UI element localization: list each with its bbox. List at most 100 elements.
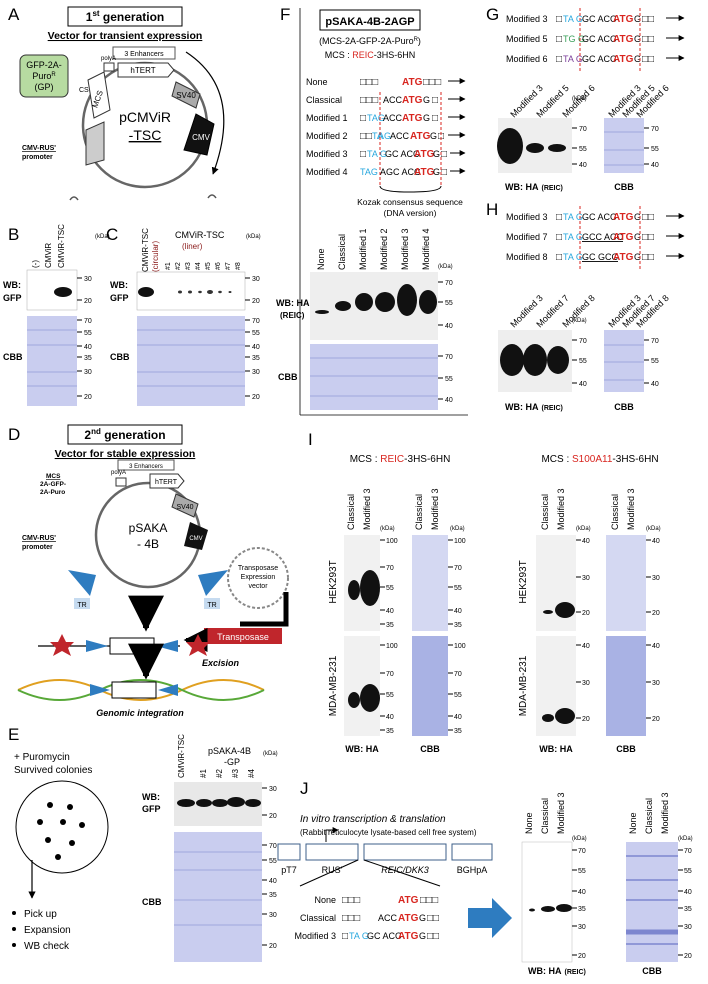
f-wb-bands	[315, 284, 437, 316]
j-zoom-r	[363, 859, 441, 887]
e-wb-label: WB:	[142, 792, 160, 802]
svg-text:GC ACC: GC ACC	[582, 34, 617, 44]
svg-text:ATG: ATG	[410, 131, 431, 142]
svg-text:20: 20	[84, 394, 92, 401]
e-kda: (kDa)	[263, 751, 278, 757]
svg-text:35: 35	[386, 728, 394, 735]
htert-d	[149, 473, 185, 489]
svg-text:#8: #8	[235, 262, 242, 270]
i-left-wb-label: WB: HA	[345, 744, 379, 754]
svg-text:GC ACC: GC ACC	[385, 149, 420, 159]
svg-text:30: 30	[269, 786, 277, 793]
cmv-a	[183, 113, 215, 156]
svg-text:ATG: ATG	[402, 113, 423, 124]
panel-f: F pSAKA-4B-2AGP (MCS-2A-GFP-2A-PuroR) MC…	[276, 5, 468, 416]
panel-a-title-box	[67, 6, 183, 27]
svg-text:40: 40	[652, 643, 660, 650]
svg-text:55: 55	[386, 585, 394, 592]
svg-text:Classical: Classical	[337, 234, 347, 270]
svg-text:70: 70	[386, 671, 394, 678]
svg-text:Pick up: Pick up	[24, 909, 57, 920]
panel-b: B (-) CMViR CMViR-TSC (kDa) WB: GFP 30 2…	[3, 224, 110, 406]
svg-text:GC ACC: GC ACC	[582, 54, 617, 64]
svg-text:70: 70	[579, 126, 587, 133]
d-cassette-2	[111, 681, 157, 699]
e-steps: Pick up Expansion WB check	[12, 909, 71, 952]
f-kda: (kDa)	[438, 264, 453, 270]
svg-text:30: 30	[252, 369, 260, 376]
svg-text:35: 35	[454, 728, 462, 735]
panel-e: E + Puromycin Survived colonies Pick up …	[8, 725, 278, 962]
j-wb-lanes: None Classical Modified 3	[524, 792, 566, 834]
i-right-mcs: MCS : S100A11-3HS-6HN	[541, 454, 658, 465]
panel-c-letter: C	[106, 225, 118, 244]
svg-text:G: G	[430, 131, 437, 141]
svg-text:20: 20	[684, 953, 692, 960]
f-row-classical: Classical□□□ACC ATG G□	[306, 95, 466, 106]
svg-text:Modified 3: Modified 3	[506, 14, 548, 24]
e-cbb-markers: 70 55 40 35 30 20	[262, 843, 277, 950]
svg-text:TA G: TA G	[563, 232, 583, 242]
svg-text:□: □	[432, 95, 438, 106]
j-cbb-lanes: None Classical Modified 3	[628, 792, 670, 834]
j-wb-label: WB: HA(REIC)	[528, 966, 586, 976]
svg-text:WB check: WB check	[24, 941, 70, 952]
b-wb-target: GFP	[3, 293, 22, 303]
svg-text:70: 70	[386, 565, 394, 572]
svg-text:Modified 1: Modified 1	[358, 228, 368, 270]
b-cbb-label: CBB	[3, 352, 23, 362]
promoter-a	[85, 121, 105, 166]
svg-text:55: 55	[578, 868, 586, 875]
panel-d-subtitle: Vector for stable expression	[55, 448, 196, 460]
svg-text:G: G	[419, 913, 426, 923]
polya-a-box	[103, 62, 115, 72]
svg-text:30: 30	[269, 912, 277, 919]
b-kda: (kDa)	[95, 234, 110, 240]
svg-text:30: 30	[582, 575, 590, 582]
g-cbb-label: CBB	[614, 182, 634, 192]
d-star-r	[186, 634, 210, 656]
e-wb-markers: 30 20	[262, 786, 277, 820]
svg-text:40: 40	[454, 608, 462, 615]
svg-text:□: □	[342, 931, 348, 942]
e-cbb-gel	[174, 832, 262, 962]
panel-a: A 1st generation Vector for transient ex…	[8, 5, 225, 201]
i-right-cbb2	[606, 636, 646, 736]
svg-text:Modified 3: Modified 3	[506, 212, 548, 222]
i-right-cbb1	[606, 535, 646, 631]
svg-text:ACC: ACC	[383, 95, 403, 105]
svg-text:G: G	[423, 113, 430, 123]
svg-text:70: 70	[651, 126, 659, 133]
promoter-a-label: CMV-RUS'promoter	[22, 145, 56, 161]
svg-text:40: 40	[651, 381, 659, 388]
svg-text:Classical: Classical	[414, 494, 424, 530]
panel-h-letter: H	[486, 200, 498, 219]
gp-box-a	[19, 54, 69, 98]
plasmid-d-name1: pSAKA	[129, 521, 168, 535]
svg-text:ACC: ACC	[378, 913, 398, 923]
b-lane-2: CMViR	[44, 243, 53, 268]
svg-text:ATG: ATG	[613, 232, 634, 243]
svg-text:□: □	[556, 54, 562, 65]
outer-arrow-a	[185, 51, 225, 175]
svg-text:70: 70	[651, 338, 659, 345]
c-cbb-gel	[137, 316, 245, 406]
clip-a1	[69, 196, 79, 201]
panel-d: D 2nd generation Vector for stable expre…	[8, 424, 289, 718]
i-left-mcs: MCS : REIC-3HS-6HN	[350, 454, 451, 465]
svg-text:Modified 6: Modified 6	[506, 54, 548, 64]
h-cbb-bands	[604, 344, 644, 381]
svg-text:ACC: ACC	[390, 131, 410, 141]
svg-text:□□: □□	[427, 913, 439, 924]
tr-right: TR	[207, 602, 216, 609]
svg-text:ATG: ATG	[613, 212, 634, 223]
panel-a-subtitle: Vector for transient expression	[48, 30, 203, 42]
panel-d-title-box	[67, 424, 183, 445]
svg-text:□□□: □□□	[342, 895, 360, 906]
svg-text:Expansion: Expansion	[24, 925, 71, 936]
svg-text:□: □	[360, 113, 366, 124]
svg-text:40: 40	[579, 162, 587, 169]
panel-i-letter: I	[308, 430, 313, 449]
g-wb-markers: 70 55 40	[572, 126, 587, 169]
svg-text:Modified 3: Modified 3	[430, 488, 440, 530]
